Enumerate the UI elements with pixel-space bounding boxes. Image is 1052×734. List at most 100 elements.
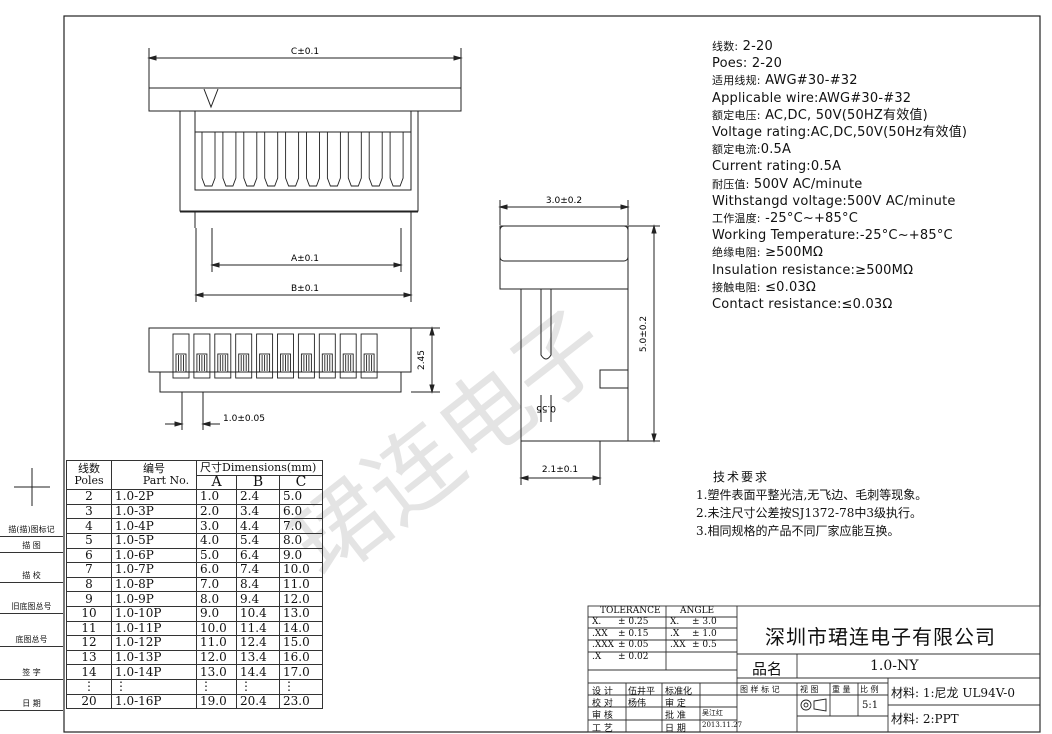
cell-a: 12.0	[196, 649, 237, 666]
cell-c: 8.0	[279, 532, 323, 549]
cell-b: 8.4	[236, 576, 280, 593]
cell-part: 1.0-2P	[111, 489, 197, 505]
cell-part: 1.0-16P	[111, 693, 197, 710]
tolerance-cell: .XX	[670, 640, 686, 651]
signoff-cell: 伍井平	[628, 687, 656, 697]
left-label: 描 校	[0, 569, 63, 583]
tolerance-cell: X.	[592, 617, 602, 627]
slot-outline	[306, 132, 320, 187]
signoff-cell: 审 定	[665, 699, 686, 710]
tolerance-cell: .XX	[592, 628, 608, 639]
signoff-cell: 吴江红	[702, 709, 723, 718]
cell-b: 5.4	[236, 532, 280, 549]
view-label: 视 图	[800, 685, 819, 694]
cell-poles: 8	[66, 576, 112, 593]
cell-part: 1.0-12P	[111, 635, 197, 651]
contact-cavity	[339, 333, 357, 379]
left-label: 底图总号	[0, 633, 63, 647]
cell-c: 13.0	[279, 605, 323, 622]
cell-part: 1.0-13P	[111, 649, 197, 666]
slot-outline	[347, 132, 362, 187]
weight-label: 重 量	[832, 685, 851, 694]
projection-symbol-icon	[800, 698, 827, 712]
contact-cavity	[256, 333, 274, 379]
cell-part: 1.0-8P	[111, 576, 197, 593]
cell-b: 6.4	[236, 547, 280, 564]
dim-side-bottom-label: 2.1±0.1	[542, 465, 578, 475]
dim-a-label: A±0.1	[291, 254, 319, 264]
note-item: 3.相同规格的产品不同厂家应能互换。	[696, 524, 900, 538]
spec-voltage-en: Voltage rating:AC,DC,50V(50Hz有效值)	[712, 125, 968, 141]
signoff-cell: 设 计	[592, 687, 613, 697]
cell-poles: 7	[66, 562, 112, 578]
cell-c: 16.0	[279, 649, 323, 666]
cell-poles: 2	[66, 489, 112, 505]
slot-outline	[368, 132, 383, 187]
contact-pin	[363, 353, 375, 373]
cell-part: 1.0-11P	[111, 620, 197, 637]
cell-c: 6.0	[279, 503, 323, 520]
contact-pin	[280, 353, 291, 373]
cell-poles: 12	[66, 635, 112, 651]
note-item: 1.塑件表面平整光洁,无飞边、毛刺等现象。	[696, 488, 928, 502]
cell-poles: 10	[66, 605, 112, 622]
note-item: 2.未注尺寸公差按SJ1372-78中3级执行。	[696, 506, 922, 520]
top-view	[147, 48, 463, 302]
cell-a: 6.0	[196, 562, 237, 578]
scale-value: 5:1	[862, 700, 879, 711]
contact-pin	[196, 353, 208, 373]
cell-part: 1.0-4P	[111, 518, 197, 534]
cell-a: 11.0	[196, 635, 237, 651]
tolerance-cell: ± 0.25	[618, 617, 649, 627]
drawing-mark-label: 图 样 标 记	[740, 685, 780, 694]
contact-cavity	[214, 333, 232, 379]
cell-b: 2.4	[236, 489, 280, 505]
signoff-cell: 2013.11.27	[702, 720, 743, 729]
signoff-cell: 校 对	[592, 699, 613, 710]
cell-c: 9.0	[279, 547, 323, 564]
spec-current-cn: 额定电流:0.5A	[712, 142, 792, 158]
spec-wire-en: Applicable wire:AWG#30-#32	[712, 90, 912, 106]
slot-outline	[243, 132, 258, 187]
signoff-cell: 工 艺	[592, 723, 613, 734]
cell-b: ⋮	[236, 678, 280, 695]
cell-a: 13.0	[196, 664, 237, 680]
title-block-grid	[587, 605, 1041, 733]
front-view-contacts	[172, 333, 378, 379]
cell-poles: 13	[66, 649, 112, 666]
signoff-cell: 审 核	[592, 711, 613, 722]
left-label: 签 字	[0, 666, 63, 680]
cell-poles: 11	[66, 620, 112, 637]
signoff-cell: 批 准	[665, 711, 686, 722]
technical-notes: 技术要求 1.塑件表面平整光洁,无飞边、毛刺等现象。 2.未注尺寸公差按SJ13…	[696, 468, 927, 540]
cell-c: 17.0	[279, 664, 323, 680]
cell-poles: 14	[66, 664, 112, 680]
cell-c: 12.0	[279, 591, 323, 607]
cell-c: 23.0	[279, 693, 323, 710]
cell-b: 20.4	[236, 693, 280, 710]
cell-part: 1.0-5P	[111, 532, 197, 549]
spec-wire-cn: 适用线规: AWG#30-#32	[712, 73, 858, 89]
tolerance-label: TOLERANCE	[600, 606, 661, 616]
contact-cavity	[297, 333, 315, 379]
cell-part: 1.0-14P	[111, 664, 197, 680]
signoff-cell: 日 期	[665, 723, 686, 734]
dim-b-label: B±0.1	[291, 284, 319, 294]
contact-pin	[342, 353, 354, 373]
crosshair-mark	[14, 468, 50, 506]
left-label: 描 图	[0, 539, 63, 553]
tolerance-cell: ± 0.02	[618, 652, 649, 663]
cell-c: 5.0	[279, 489, 323, 505]
dim-side-width-label: 3.0±0.2	[546, 196, 582, 206]
cell-a: 7.0	[196, 576, 237, 593]
signoff-cell: 标准化	[665, 687, 693, 697]
